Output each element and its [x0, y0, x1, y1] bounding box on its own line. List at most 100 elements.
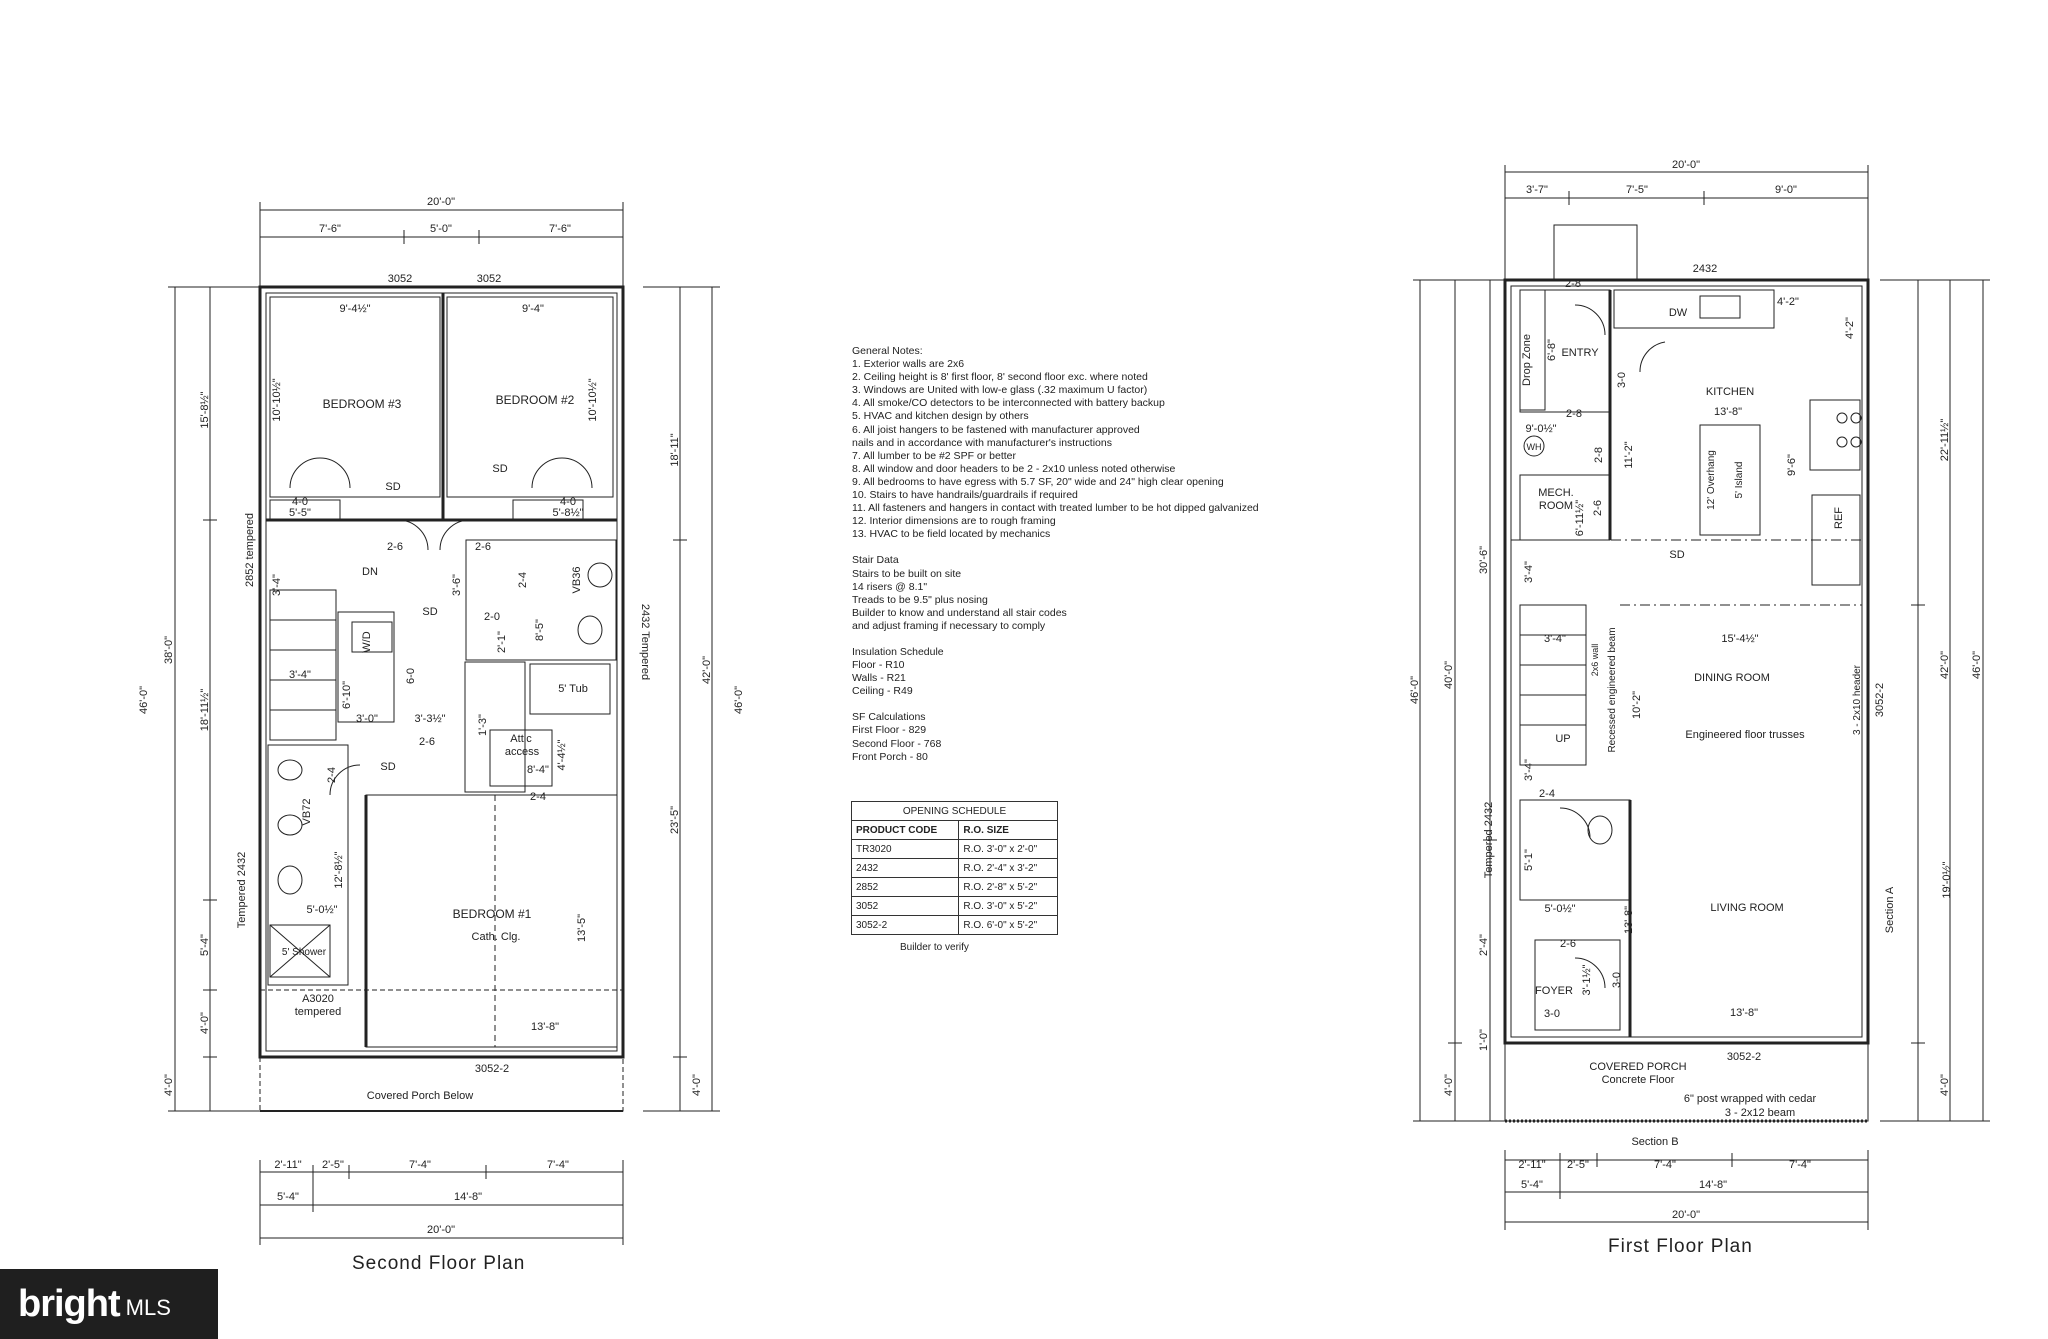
ff-dim-5-1: 5'-1": [1523, 849, 1535, 871]
stair-data-title: Stair Data: [852, 554, 899, 567]
ff-dim-13-8-c: 13'-8": [1730, 1007, 1758, 1019]
sf-window-tempered: tempered: [295, 1006, 341, 1018]
ff-right-dim-19-0: 19'-0½": [1941, 861, 1953, 898]
ff-dim-13-8-a: 13'-8": [1714, 406, 1742, 418]
sf-dim-top-mid: 5'-0": [430, 223, 452, 235]
ff-door-3-0-c: 3-0: [1544, 1008, 1560, 1020]
ff-stair-up: UP: [1555, 733, 1570, 745]
sf-dim-6-0: 6-0: [405, 668, 417, 684]
sf-dim-overall: 20'-0": [427, 196, 455, 208]
schedule-size: R.O. 3'-0" x 2'-0": [958, 839, 1058, 859]
table-row: TR3020 R.O. 3'-0" x 2'-0": [850, 839, 1058, 859]
ff-entry-label: ENTRY: [1561, 347, 1599, 359]
sf-porch-below: Covered Porch Below: [367, 1090, 473, 1102]
sf-dim-4-4: 4'-4½": [556, 739, 568, 770]
sf-closet2-door: 4-0: [560, 496, 576, 508]
sf-bottom-dim-2-11: 2'-11": [274, 1159, 301, 1171]
sf-right-dim-18-11: 18'-11": [669, 433, 681, 466]
insulation-line: Walls - R21: [852, 672, 906, 685]
sf-bottom-dim-20-0: 20'-0": [427, 1224, 455, 1236]
ff-island-overhang: 12' Overhang: [1706, 450, 1717, 510]
note-line: 10. Stairs to have handrails/guardrails …: [852, 489, 1078, 502]
ff-header: 3 - 2x10 header: [1852, 664, 1863, 735]
sf-bottom-dim-2-5: 2'-5": [322, 1159, 344, 1171]
note-line: 12. Interior dimensions are to rough fra…: [852, 515, 1056, 528]
sf-dim-1-3: 1'-3": [477, 714, 489, 736]
ff-dim-4-2-a: 4'-2": [1777, 296, 1799, 308]
ff-bottom-dim-7-4-a: 7'-4": [1654, 1159, 1676, 1171]
ff-section-b: Section B: [1631, 1136, 1678, 1148]
ff-2x6-wall: 2x6 wall: [1590, 644, 1600, 677]
sf-closet1-door: 4-0: [292, 496, 308, 508]
sf-shower-label: 5' Shower: [282, 947, 327, 958]
ff-left-dim-2-4: 2'-4": [1478, 934, 1490, 956]
ff-porch-floor: Concrete Floor: [1602, 1074, 1675, 1086]
schedule-code: 2852: [850, 877, 960, 897]
ff-water-heater: WH: [1527, 442, 1542, 452]
sf-bedroom2-height: 10'-10½": [587, 378, 599, 421]
sf-window-3052-a: 3052: [388, 273, 412, 285]
sf-door-2-0: 2-0: [484, 611, 500, 623]
sf-washer-dryer: W/D: [361, 631, 373, 652]
ff-foyer-label: FOYER: [1535, 985, 1573, 997]
insulation-block: Insulation Schedule Floor - R10 Walls - …: [852, 646, 1372, 698]
second-floor-exterior-wall: [258, 285, 625, 1059]
stair-line: Builder to know and understand all stair…: [852, 606, 1067, 619]
opening-schedule-table: OPENING SCHEDULE PRODUCT CODE R.O. SIZE …: [850, 801, 1058, 935]
ff-bottom-dim-2-5: 2'-5": [1567, 1159, 1589, 1171]
schedule-footer: Builder to verify: [900, 942, 969, 953]
note-line: 7. All lumber to be #2 SPF or better: [852, 449, 1017, 462]
sf-tub-label: 5' Tub: [558, 683, 588, 695]
ff-dim-15-4: 15'-4½": [1721, 633, 1758, 645]
stair-line: Stairs to be built on site: [852, 567, 962, 580]
sf-line: First Floor - 829: [852, 724, 927, 737]
sf-vanity-vb72: VB72: [301, 799, 313, 826]
ff-right-dim-42-0: 42'-0": [1939, 651, 1951, 679]
sf-door-2-6-b: 2-6: [475, 541, 491, 553]
schedule-code: TR3020: [850, 839, 960, 859]
note-line: nails and in accordance with manufacture…: [852, 436, 1112, 449]
sf-door-2-6-a: 2-6: [387, 541, 403, 553]
sf-dim-top-left: 7'-6": [319, 223, 341, 235]
ff-recessed-beam: Recessed engineered beam: [1607, 627, 1618, 752]
general-notes-title: General Notes:: [852, 345, 923, 357]
sf-door-2-4-a: 2-4: [517, 572, 529, 588]
ff-mech-label-2: ROOM: [1539, 500, 1573, 512]
sf-bedroom3-width: 9'-4½": [339, 303, 370, 315]
sf-door-2-4-b: 2-4: [326, 767, 338, 783]
ff-left-dim-4-0: 4'-0": [1443, 1074, 1455, 1096]
sf-left-dim-38-0: 38'-0": [163, 636, 175, 664]
sf-cathedral-ceiling: Cath. Clg.: [472, 931, 521, 943]
ff-bottom-dim-7-4-b: 7'-4": [1789, 1159, 1811, 1171]
ff-left-dim-30-6: 30'-6": [1478, 546, 1490, 574]
bright-mls-logo: bright MLS: [0, 1269, 218, 1339]
sf-bottom-dim-7-4-b: 7'-4": [547, 1159, 569, 1171]
ff-bottom-dim-14-8: 14'-8": [1699, 1179, 1727, 1191]
ff-door-2-8-b: 2-8: [1566, 408, 1582, 420]
note-line: 5. HVAC and kitchen design by others: [852, 410, 1029, 423]
schedule-code: 3052-2: [850, 915, 960, 935]
sf-closet1-width: 5'-5": [289, 507, 311, 519]
sf-dim-6-10: 6'-10": [341, 681, 353, 709]
sf-right-dim-42-0: 42'-0": [701, 656, 713, 684]
ff-door-2-8-a: 2-8: [1565, 278, 1581, 290]
schedule-title: OPENING SCHEDULE: [851, 801, 1058, 821]
note-line: 8. All window and door headers to be 2 -…: [852, 462, 1176, 475]
general-notes-block: General Notes: 1. Exterior walls are 2x6…: [852, 345, 1372, 541]
ff-dim-3-4-c: 3'-4": [1523, 759, 1535, 781]
sf-dim-2-1: 2'-1": [496, 631, 508, 653]
note-line: 4. All smoke/CO detectors to be intercon…: [852, 397, 1165, 410]
sf-smoke-detector-3: SD: [422, 606, 437, 618]
ff-dim-6-11: 6'-11½": [1574, 500, 1586, 536]
sf-smoke-detector-4: SD: [380, 761, 395, 773]
ff-bottom-dim-2-11: 2'-11": [1518, 1159, 1545, 1171]
note-line: 9. All bedrooms to have egress with 5.7 …: [852, 475, 1224, 488]
ff-door-3-0-a: 3-0: [1616, 372, 1628, 388]
sf-dim-13-5: 13'-5": [576, 914, 588, 942]
schedule-code: 3052: [850, 896, 960, 916]
ff-bottom-dim-20-0: 20'-0": [1672, 1209, 1700, 1221]
ff-living-label: LIVING ROOM: [1710, 902, 1783, 914]
sf-window-2432-left: Tempered 2432: [236, 852, 248, 928]
sf-calculations-title: SF Calculations: [852, 711, 926, 724]
ff-door-3-0-b: 3-0: [1611, 972, 1623, 988]
